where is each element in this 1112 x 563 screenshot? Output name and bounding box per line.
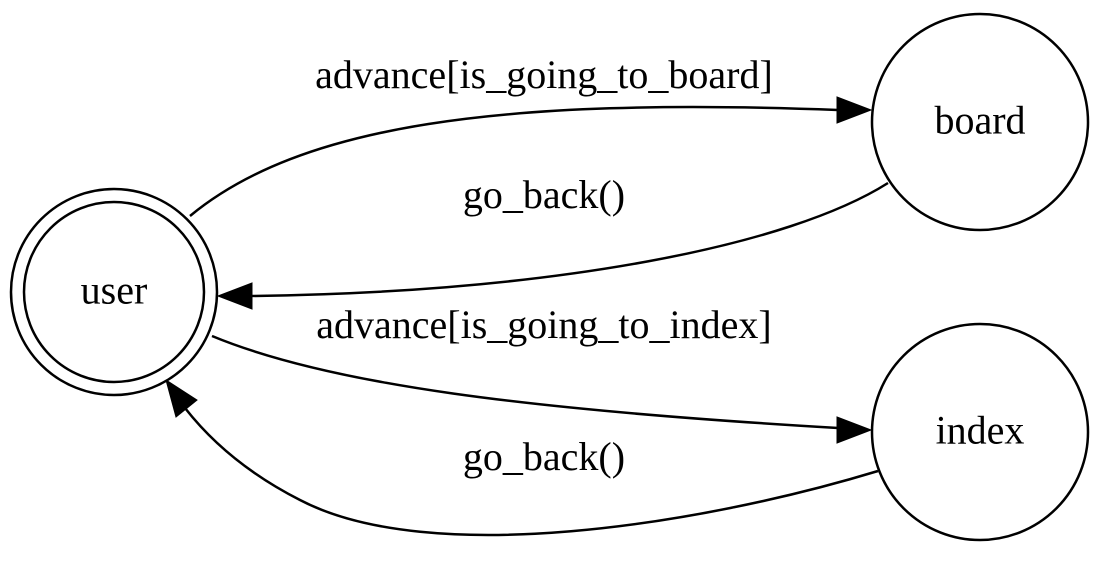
edge-user-to-board-arrowhead <box>836 96 873 124</box>
edge-user-to-board-label: advance[is_going_to_board] <box>315 52 773 97</box>
edge-board-to-user-arrowhead <box>216 282 253 310</box>
edge-user-to-board: advance[is_going_to_board] <box>189 52 873 217</box>
edge-user-to-index: advance[is_going_to_index] <box>211 302 873 444</box>
edge-user-to-index-line <box>211 334 839 430</box>
edge-board-to-user-label: go_back() <box>463 172 625 217</box>
edge-user-to-board-line <box>189 105 839 217</box>
state-board: board <box>870 12 1090 232</box>
state-board-label: board <box>934 98 1025 143</box>
state-user: user <box>9 187 219 397</box>
edge-index-to-user-line <box>184 407 879 537</box>
state-index-label: index <box>936 408 1025 453</box>
edge-index-to-user-arrowhead <box>165 378 198 418</box>
state-board-circle <box>870 12 1090 232</box>
edge-board-to-user-line <box>249 181 889 298</box>
edge-user-to-index-label: advance[is_going_to_index] <box>316 302 771 347</box>
state-index-circle <box>870 322 1090 542</box>
edge-index-to-user: go_back() <box>165 378 879 537</box>
edge-board-to-user: go_back() <box>216 172 889 310</box>
state-user-label: user <box>81 268 148 313</box>
state-user-inner-ring <box>22 200 206 384</box>
edge-user-to-index-arrowhead <box>836 416 873 444</box>
edge-index-to-user-label: go_back() <box>463 434 625 479</box>
state-index: index <box>870 322 1090 542</box>
